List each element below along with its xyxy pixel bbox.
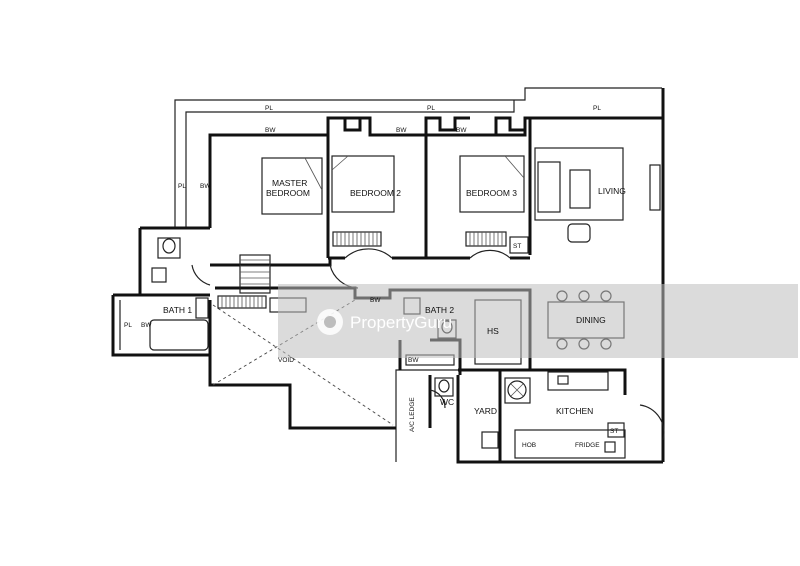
- label-bw-4: BW: [200, 183, 211, 190]
- label-bw-5: BW: [141, 322, 152, 329]
- bedroom3-door[interactable]: [469, 249, 511, 259]
- label-yard: YARD: [474, 406, 497, 416]
- label-st-1: ST: [513, 243, 521, 250]
- master-bed: [261, 157, 323, 215]
- label-st-2: ST: [610, 428, 618, 435]
- label-fridge: FRIDGE: [575, 442, 600, 449]
- label-bath-2: BATH 2: [425, 305, 454, 315]
- label-bw-2: BW: [396, 127, 407, 134]
- yard-sink: [481, 431, 499, 449]
- armchair: [567, 223, 591, 243]
- label-kitchen: KITCHEN: [556, 406, 593, 416]
- label-master-bedroom-1: MASTER: [272, 178, 307, 188]
- entrance-door[interactable]: [639, 404, 665, 441]
- label-dining: DINING: [576, 315, 606, 325]
- watermark: PropertyGuru: [278, 284, 798, 358]
- bedroom2-door[interactable]: [344, 248, 393, 259]
- exterior-walls: [111, 88, 665, 464]
- label-hs: HS: [487, 326, 499, 336]
- bath1-shower: [151, 267, 167, 283]
- annotation-labels: PL PL PL PL PL BW BW BW BW BW BW BW ST S…: [124, 105, 618, 449]
- label-pl-5: PL: [124, 322, 132, 329]
- label-ac-ledge: A/C LEDGE: [409, 397, 416, 432]
- label-void: VOID: [278, 357, 294, 364]
- tv-console: [649, 164, 661, 211]
- label-bw-7: BW: [408, 357, 419, 364]
- label-bath-1: BATH 1: [163, 305, 192, 315]
- living-furniture: [534, 147, 661, 243]
- label-bw-3: BW: [456, 127, 467, 134]
- bed-3: [459, 155, 525, 213]
- label-pl-3: PL: [593, 105, 601, 112]
- bedroom3-store: [509, 236, 529, 254]
- beds: [261, 155, 525, 215]
- sofa: [537, 161, 561, 213]
- void-area: [212, 299, 394, 426]
- coffee-table: [569, 169, 591, 209]
- wc-toilet: [434, 377, 454, 397]
- room-labels: MASTER BEDROOM BEDROOM 2 BEDROOM 3 LIVIN…: [163, 178, 626, 416]
- label-bw-6: BW: [370, 297, 381, 304]
- bed-2: [331, 155, 395, 213]
- bath1-wc: [157, 237, 181, 259]
- label-wc: WC: [440, 397, 454, 407]
- bathtub: [149, 319, 209, 351]
- label-bw-1: BW: [265, 127, 276, 134]
- label-pl-2: PL: [427, 105, 435, 112]
- label-living: LIVING: [598, 186, 626, 196]
- planter-outline: [174, 87, 662, 228]
- label-bedroom-3: BEDROOM 3: [466, 188, 517, 198]
- kitchen-counter: [514, 429, 626, 459]
- kitchen-store: [607, 422, 625, 438]
- label-hob: HOB: [522, 442, 536, 449]
- bath1-basin: [195, 297, 209, 319]
- washer: [504, 377, 531, 404]
- window-bays: [326, 116, 525, 135]
- bath1-door[interactable]: [191, 264, 211, 286]
- label-master-bedroom-2: BEDROOM: [266, 188, 310, 198]
- watermark-text: PropertyGuru: [350, 313, 452, 332]
- sink-counter: [547, 371, 609, 391]
- label-pl-1: PL: [265, 105, 273, 112]
- label-pl-4: PL: [178, 183, 186, 190]
- label-bedroom-2: BEDROOM 2: [350, 188, 401, 198]
